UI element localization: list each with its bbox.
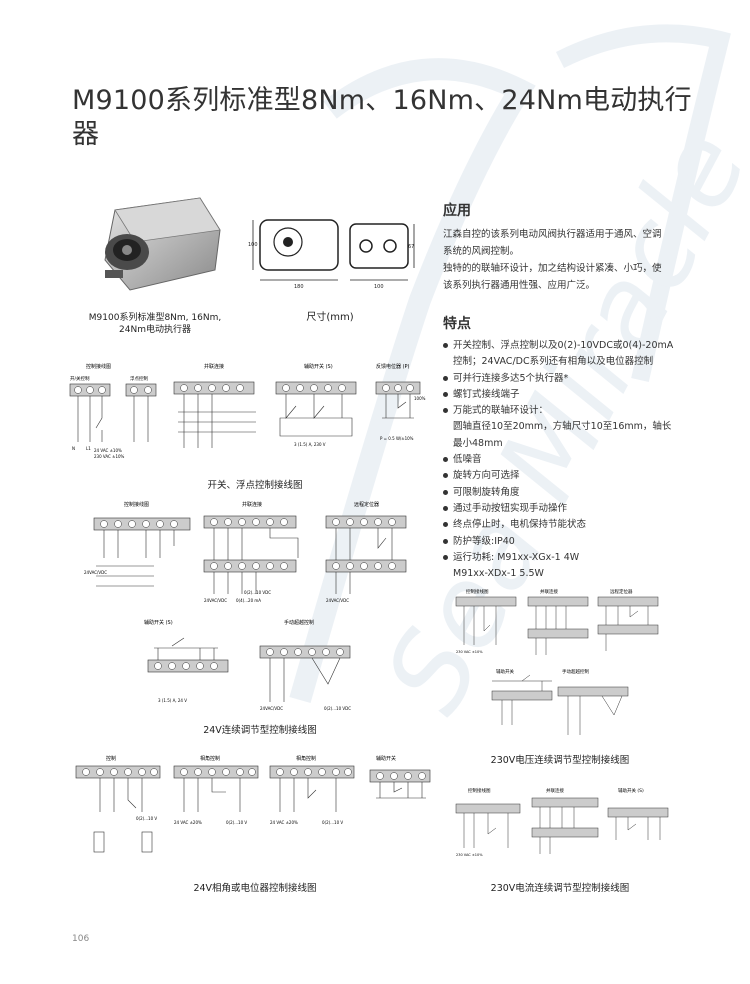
- svg-text:并联连接: 并联连接: [242, 501, 262, 508]
- feature-item: 终点停止时，电机保持节能状态: [443, 517, 693, 533]
- feature-item: 可并行连接多达5个执行器*: [443, 371, 693, 387]
- dimension-drawing: 100 67 180 100: [248, 219, 415, 290]
- svg-text:反馈电位器 (P): 反馈电位器 (P): [376, 363, 410, 370]
- svg-text:L1: L1: [86, 446, 91, 451]
- diagram-onoff-caption: 开关、浮点控制接线图: [207, 480, 303, 491]
- dim-180-label: 180: [294, 284, 304, 290]
- dim-67-label: 67: [408, 244, 414, 250]
- feature-item: 旋转方向可选择: [443, 468, 693, 484]
- svg-text:0(2)...10 VDC: 0(2)...10 VDC: [324, 706, 351, 711]
- diagram-24v-phase: 控制 相角控制 相角控制 辅助开关 0(2)...10 V 24 VAC ±20…: [75, 755, 431, 853]
- svg-text:230 VAC ±10%: 230 VAC ±10%: [456, 650, 483, 654]
- svg-text:100%: 100%: [414, 396, 426, 401]
- svg-text:24VAC/VDC: 24VAC/VDC: [84, 570, 107, 575]
- diagram-24v-continuous: 控制接线图 并联连接 远程定位器 24VAC/VDC 24VAC/VDC 0(2…: [84, 501, 407, 711]
- svg-text:24VAC/VDC: 24VAC/VDC: [260, 706, 283, 711]
- svg-text:0(2)...10 V: 0(2)...10 V: [136, 816, 157, 821]
- svg-text:手动超越控制: 手动超越控制: [562, 668, 589, 675]
- svg-text:远程定位器: 远程定位器: [610, 588, 633, 595]
- svg-text:24 VAC ±10%: 24 VAC ±10%: [94, 448, 122, 453]
- svg-text:0(2)...10 V: 0(2)...10 V: [322, 820, 343, 825]
- svg-text:并联连接: 并联连接: [540, 588, 558, 595]
- svg-text:控制接线图: 控制接线图: [466, 588, 489, 595]
- svg-text:控制: 控制: [106, 755, 116, 762]
- svg-text:辅助开关: 辅助开关: [376, 755, 396, 762]
- svg-text:0(2)...10 V: 0(2)...10 V: [226, 820, 247, 825]
- svg-text:24VAC/VDC: 24VAC/VDC: [204, 598, 227, 603]
- svg-text:辅助开关: 辅助开关: [496, 668, 514, 675]
- feature-item: 圆轴直径10至20mm，方轴尺寸10至16mm，轴长: [453, 421, 672, 433]
- svg-text:辅助开关 (S): 辅助开关 (S): [304, 363, 333, 370]
- svg-text:开/关控制: 开/关控制: [70, 375, 90, 382]
- svg-text:并联连接: 并联连接: [204, 363, 224, 370]
- svg-text:P = 0.5 W/±10%: P = 0.5 W/±10%: [380, 436, 414, 441]
- application-heading: 应用: [443, 203, 471, 219]
- svg-text:相角控制: 相角控制: [200, 755, 220, 762]
- diagram-230v-voltage: 控制接线图 并联连接 远程定位器 230 VAC ±10% 辅助开关 手动超越控…: [455, 588, 659, 735]
- svg-text:24 VAC ±20%: 24 VAC ±20%: [270, 820, 298, 825]
- diagram-24v-phase-caption: 24V相角或电位器控制接线图: [193, 883, 317, 894]
- svg-text:辅助开关 (S): 辅助开关 (S): [618, 787, 644, 794]
- feature-item: 万能式的联轴环设计：: [443, 403, 693, 419]
- svg-text:辅助开关 (S): 辅助开关 (S): [144, 619, 173, 626]
- feature-item: 控制；24VAC/DC系列还有相角以及电位器控制: [453, 356, 654, 368]
- svg-text:控制接线图: 控制接线图: [468, 787, 491, 794]
- diagram-230v-current-caption: 230V电流连续调节型控制接线图: [490, 883, 630, 894]
- svg-text:0(2)...10 VDC: 0(2)...10 VDC: [244, 590, 271, 595]
- svg-text:控制接线图: 控制接线图: [86, 363, 111, 370]
- svg-text:浮点控制: 浮点控制: [130, 375, 148, 382]
- svg-text:手动超越控制: 手动超越控制: [284, 619, 314, 626]
- diagram-24v-continuous-caption: 24V连续调节型控制接线图: [203, 725, 317, 736]
- svg-text:230 VAC ±10%: 230 VAC ±10%: [94, 454, 125, 459]
- dim-100-label: 100: [248, 242, 258, 248]
- svg-text:相角控制: 相角控制: [296, 755, 316, 762]
- svg-text:230 VAC ±10%: 230 VAC ±10%: [456, 853, 483, 857]
- svg-text:3 (1.5) A, 230 V: 3 (1.5) A, 230 V: [294, 442, 326, 447]
- feature-item: 通过手动按钮实现手动操作: [443, 501, 693, 517]
- diagram-onoff-floating: 控制接线图 并联连接 辅助开关 (S) 反馈电位器 (P) 开/关控制 浮点控制…: [69, 363, 426, 459]
- svg-text:24 VAC ±20%: 24 VAC ±20%: [174, 820, 202, 825]
- product-caption: M9100系列标准型8Nm, 16Nm, 24Nm电动执行器: [88, 313, 222, 335]
- page-number: 106: [72, 934, 90, 944]
- dimension-caption: 尺寸(mm): [306, 312, 354, 323]
- svg-text:远程定位器: 远程定位器: [354, 501, 379, 508]
- svg-text:0(4)...20 mA: 0(4)...20 mA: [236, 598, 261, 603]
- application-text: 江森自控的该系列电动风阀执行器适用于通风、空调 系统的风阀控制。 独特的的联轴环…: [443, 229, 662, 291]
- svg-text:N: N: [72, 446, 75, 451]
- feature-item: 运行功耗: M91xx-XGx-1 4W: [443, 550, 693, 566]
- svg-text:控制接线图: 控制接线图: [124, 501, 149, 508]
- features-heading: 特点: [443, 316, 471, 332]
- feature-item: 可限制旋转角度: [443, 485, 693, 501]
- diagram-230v-voltage-caption: 230V电压连续调节型控制接线图: [490, 755, 630, 766]
- page-title: M9100系列标准型8Nm、16Nm、24Nm电动执行器: [72, 85, 692, 150]
- feature-item: 开关控制、浮点控制以及0(2)-10VDC或0(4)-20mA: [443, 338, 693, 354]
- feature-item: 低噪音: [443, 452, 693, 468]
- svg-text:并联连接: 并联连接: [546, 787, 564, 794]
- svg-text:3 (1.5) A, 24 V: 3 (1.5) A, 24 V: [158, 698, 187, 703]
- features-list: 开关控制、浮点控制以及0(2)-10VDC或0(4)-20mA 控制；24VAC/…: [443, 338, 693, 582]
- feature-item: 最小48mm: [453, 437, 503, 449]
- actuator-product-image: [104, 197, 221, 291]
- diagram-230v-current: 控制接线图 并联连接 辅助开关 (S) 230 VAC ±10%: [455, 787, 669, 857]
- dim-100b-label: 100: [374, 284, 384, 290]
- svg-text:24VAC/VDC: 24VAC/VDC: [326, 598, 349, 603]
- feature-item: 防护等级:IP40: [443, 534, 693, 550]
- feature-item: M91xx-XDx-1 5.5W: [453, 568, 544, 580]
- feature-item: 螺钉式接线端子: [443, 387, 693, 403]
